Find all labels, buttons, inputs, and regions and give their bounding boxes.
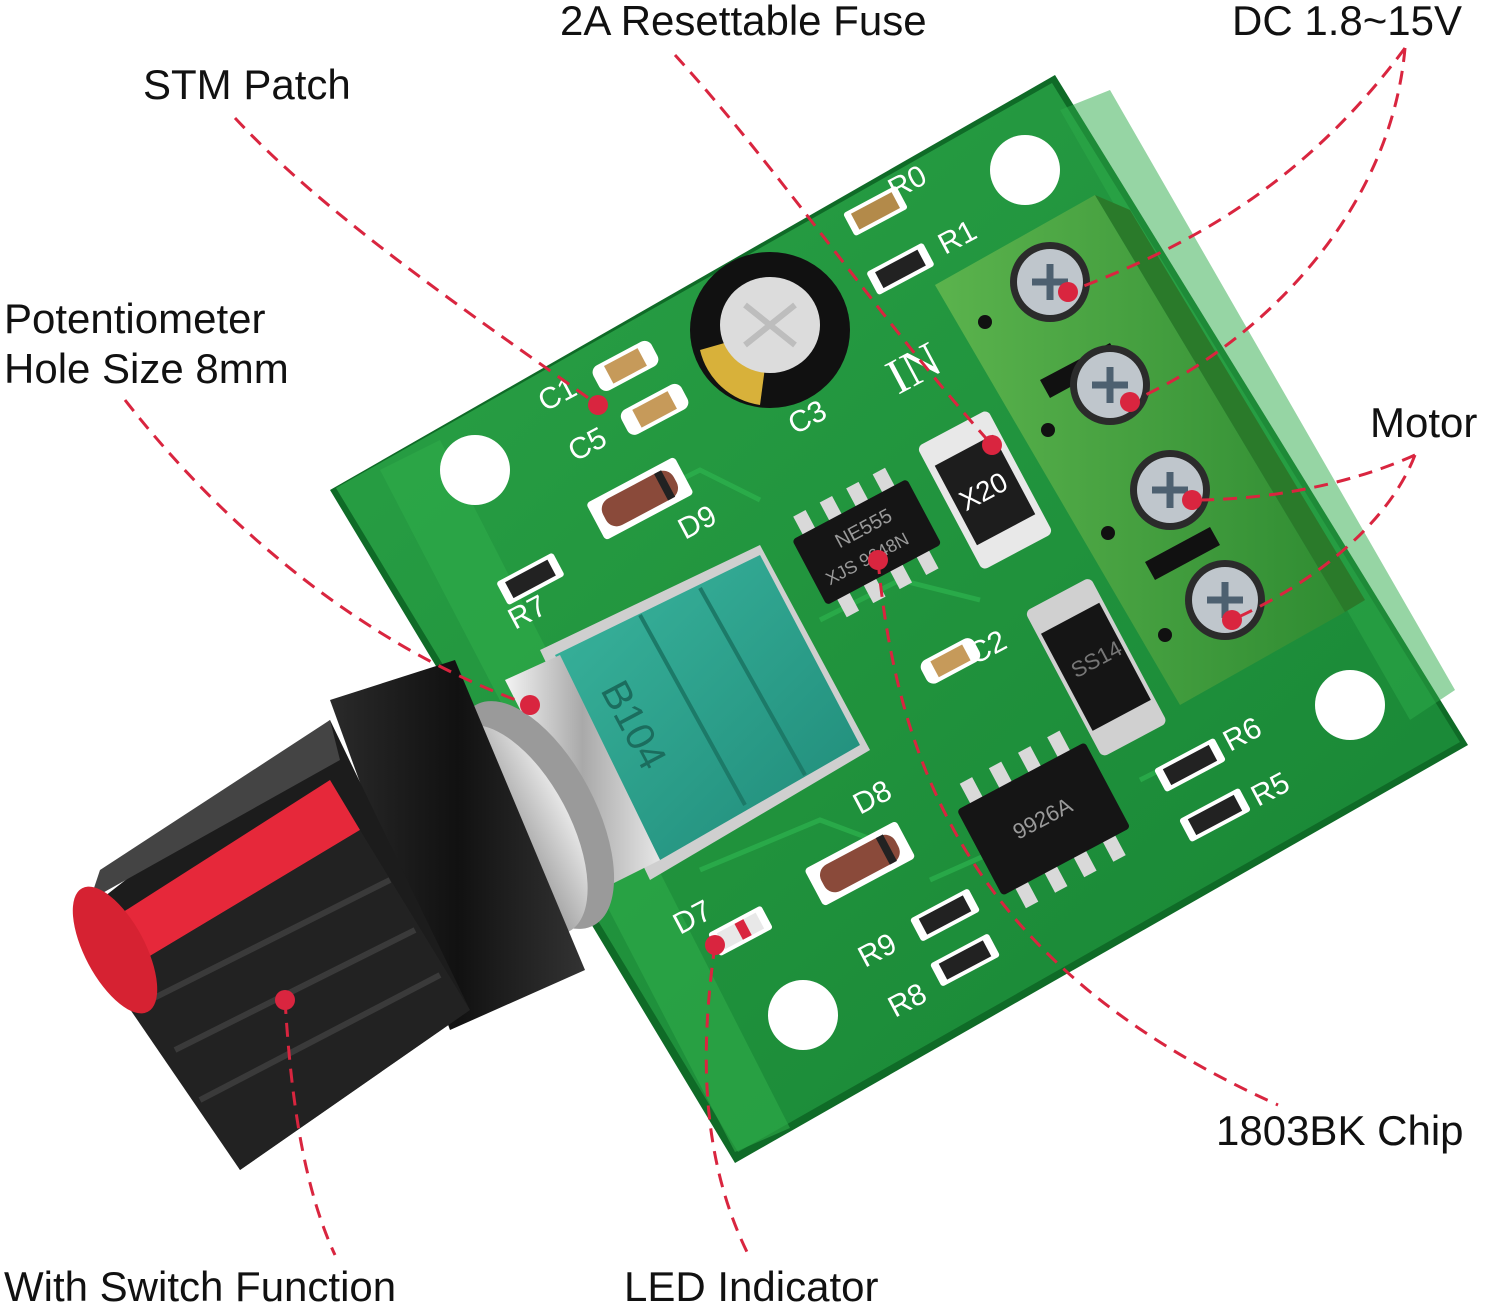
callout-dc-voltage: DC 1.8~15V — [1232, 0, 1462, 44]
callout-line-dc-2 — [1129, 47, 1407, 404]
callout-led: LED Indicator — [624, 1263, 879, 1310]
callout-fuse: 2A Resettable Fuse — [560, 0, 927, 44]
callout-chip: 1803BK Chip — [1216, 1107, 1464, 1154]
mounting-hole — [440, 435, 510, 505]
dot-stm — [588, 395, 608, 415]
screw — [1130, 450, 1210, 530]
timer-chip: NE555 XJS 9648N — [793, 467, 941, 618]
callout-switch: With Switch Function — [4, 1263, 397, 1310]
dot-dc-1 — [1058, 282, 1078, 302]
callout-line-motor-2 — [1231, 454, 1417, 622]
callout-motor: Motor — [1370, 399, 1478, 446]
diode-d8 — [805, 821, 915, 906]
driver-chip: 9926A — [958, 730, 1129, 909]
dot-motor-2 — [1222, 610, 1242, 630]
schottky-diode: SS14 — [1026, 579, 1166, 756]
dot-dc-2 — [1120, 392, 1140, 412]
callout-pot-line2: Hole Size 8mm — [4, 345, 289, 393]
callout-line-led — [704, 944, 752, 1259]
control-knob — [72, 660, 585, 1170]
dot-switch — [275, 990, 295, 1010]
callout-pot-line1: Potentiometer — [4, 295, 266, 342]
mounting-hole — [990, 135, 1060, 205]
callout-lines — [123, 47, 1417, 1259]
screw — [1070, 345, 1150, 425]
diode-d9 — [587, 457, 693, 540]
mounting-hole — [768, 980, 838, 1050]
screw — [1010, 242, 1090, 322]
callout-line-chip — [876, 559, 1279, 1107]
potentiometer: B104 — [505, 545, 870, 885]
callout-stm-patch: STM Patch — [143, 61, 351, 108]
callout-potentiometer: Potentiometer Hole Size 8mm — [4, 294, 289, 395]
dot-chip — [868, 550, 888, 570]
screw-terminal — [935, 195, 1365, 705]
callout-line-stm — [233, 116, 599, 407]
callout-line-switch — [283, 999, 337, 1256]
dot-motor-1 — [1182, 490, 1202, 510]
dot-led — [705, 935, 725, 955]
dot-pot — [520, 695, 540, 715]
callout-dots — [275, 282, 1242, 1010]
screw — [1185, 560, 1265, 640]
resettable-fuse: X20 — [918, 411, 1052, 569]
capacitor-c3 — [690, 252, 850, 408]
callout-line-motor-1 — [1191, 453, 1416, 502]
callout-line-pot — [123, 399, 531, 707]
dot-fuse — [982, 435, 1002, 455]
callout-line-dc-1 — [1067, 47, 1407, 294]
mounting-hole — [1315, 670, 1385, 740]
